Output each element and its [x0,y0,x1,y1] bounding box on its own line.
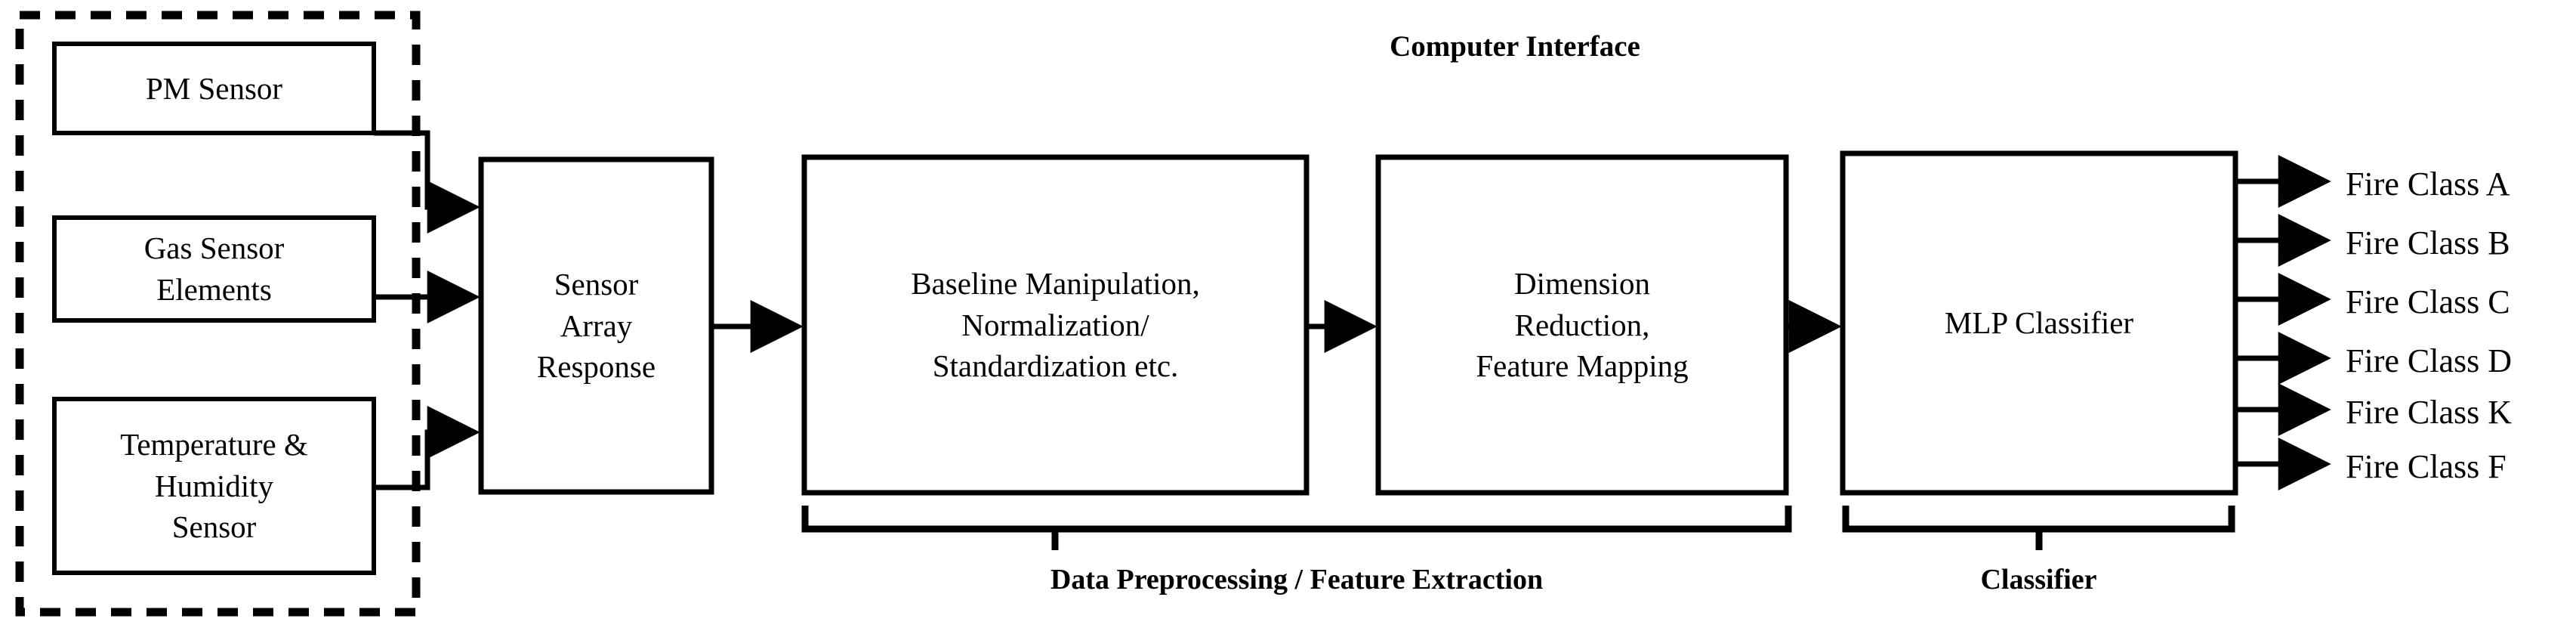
sensor-enclosure-dashed-border [15,11,421,617]
temperature-humidity-sensor-box[interactable] [52,397,376,575]
dimension-reduction-box[interactable] [1375,154,1789,496]
classifier-bracket-shape [1842,506,2235,550]
pm-sensor-box[interactable] [52,42,376,135]
data-preprocessing-bracket-shape [801,506,1792,550]
gas-sensor-elements-box[interactable] [52,215,376,323]
connector-temperature-humidity-sensor [374,406,480,490]
sensor-array-response-box[interactable] [478,156,714,495]
mlp-classifier-box[interactable] [1840,150,2238,496]
baseline-manipulation-box[interactable] [801,154,1310,496]
connector-pm-sensor [374,130,480,234]
